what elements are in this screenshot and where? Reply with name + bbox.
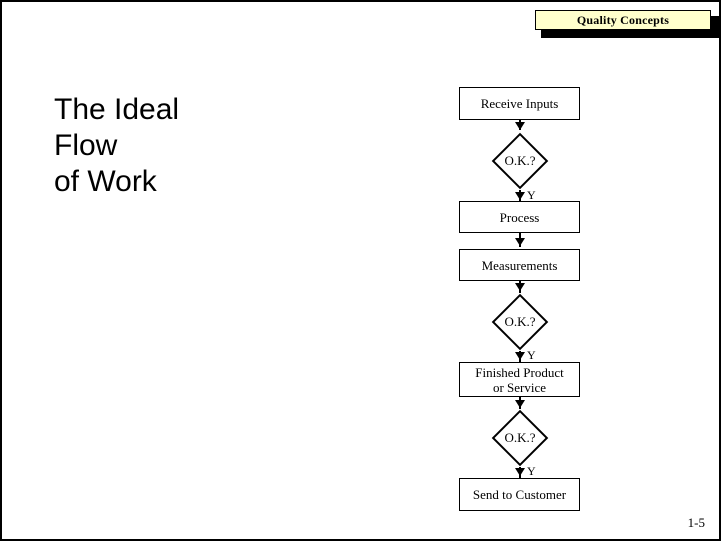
arrowhead-ok3-to-send xyxy=(515,468,525,476)
flow-node-ok-2[interactable]: O.K.? xyxy=(491,293,549,351)
flow-node-receive-inputs[interactable]: Receive Inputs xyxy=(459,87,580,120)
flow-node-ok-3-label: O.K.? xyxy=(504,430,536,445)
arrowhead-ok1-to-process xyxy=(515,192,525,200)
arrowhead-finished-to-ok3 xyxy=(515,400,525,408)
flow-node-finished-product[interactable]: Finished Product or Service xyxy=(459,362,580,397)
header-banner-box: Quality Concepts xyxy=(535,10,711,30)
flow-node-process[interactable]: Process xyxy=(459,201,580,233)
arrowhead-process-to-measurements xyxy=(515,238,525,246)
page-title: The Ideal Flow of Work xyxy=(54,92,384,200)
flow-node-ok-3[interactable]: O.K.? xyxy=(491,409,549,467)
page-title-line-3: of Work xyxy=(54,165,157,198)
flow-node-finished-product-line-1: Finished Product xyxy=(475,364,564,380)
flow-node-send-to-customer[interactable]: Send to Customer xyxy=(459,478,580,511)
flow-node-measurements[interactable]: Measurements xyxy=(459,249,580,281)
page-number: 1-5 xyxy=(687,515,705,530)
branch-label-yes-1: Y xyxy=(527,188,536,202)
page-title-line-1: The Ideal xyxy=(54,93,180,126)
arrowhead-measurements-to-ok2 xyxy=(515,283,525,291)
flow-node-receive-inputs-label: Receive Inputs xyxy=(480,96,559,111)
flow-node-finished-product-label: Finished Product or Service xyxy=(460,365,579,395)
header-banner-label: Quality Concepts xyxy=(576,12,670,27)
arrowhead-receive-to-ok1 xyxy=(515,122,525,130)
flow-node-ok-2-label: O.K.? xyxy=(504,314,536,329)
flow-node-finished-product-line-2: or Service xyxy=(492,379,547,395)
flow-node-process-label: Process xyxy=(499,209,540,225)
header-banner: Quality Concepts xyxy=(535,10,719,38)
flow-node-measurements-label: Measurements xyxy=(481,257,558,273)
flow-node-ok-1[interactable]: O.K.? xyxy=(491,132,549,190)
flow-node-send-to-customer-label: Send to Customer xyxy=(472,487,567,502)
page-title-line-2: Flow xyxy=(54,129,118,162)
branch-label-yes-3: Y xyxy=(527,464,536,478)
branch-label-yes-2: Y xyxy=(527,348,536,362)
arrowhead-ok2-to-finished xyxy=(515,352,525,360)
flow-node-ok-1-label: O.K.? xyxy=(504,153,536,168)
